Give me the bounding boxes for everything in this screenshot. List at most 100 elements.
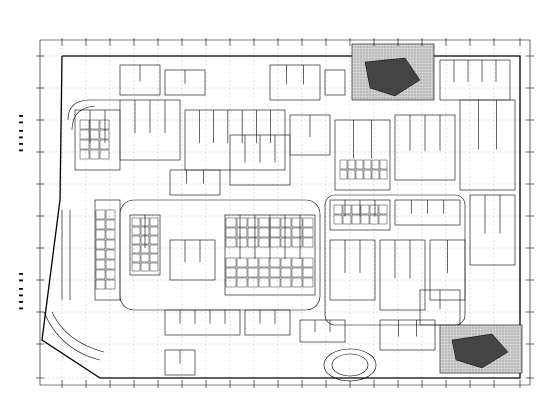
parking-bay xyxy=(379,159,388,170)
parking-bay xyxy=(339,159,348,170)
parking-bay xyxy=(291,237,303,248)
parking-bay xyxy=(149,253,159,263)
parking-bay xyxy=(140,244,150,254)
room-wall xyxy=(74,109,121,171)
parking-bay xyxy=(225,267,237,278)
parking-bay xyxy=(140,226,150,236)
parking-bay xyxy=(236,267,248,278)
parking-bay xyxy=(149,235,159,245)
parking-bay xyxy=(95,219,106,230)
parking-bay xyxy=(333,214,343,225)
parking-bay xyxy=(369,204,379,215)
parking-bay xyxy=(342,214,352,225)
parking-bay xyxy=(258,257,270,268)
room-wall xyxy=(184,109,286,171)
parking-bay xyxy=(131,262,141,272)
parking-bay xyxy=(291,277,303,288)
parking-bay xyxy=(99,139,110,150)
room-wall xyxy=(379,239,426,311)
parking-bay xyxy=(269,237,281,248)
parking-bay xyxy=(149,217,159,227)
parking-bay xyxy=(149,262,159,272)
parking-bay xyxy=(258,267,270,278)
building-outline xyxy=(39,39,531,386)
room-wall xyxy=(324,69,346,96)
room-wall xyxy=(459,99,516,191)
parking-bay xyxy=(89,129,100,140)
room-wall xyxy=(244,309,291,336)
parking-bay xyxy=(378,204,388,215)
parking-bay xyxy=(236,217,248,228)
parking-bay xyxy=(149,226,159,236)
parking-bay xyxy=(95,239,106,250)
parking-bay xyxy=(99,119,110,130)
parking-bay xyxy=(302,277,314,288)
parking-bay xyxy=(280,227,292,238)
parking-bay xyxy=(258,237,270,248)
parking-bay xyxy=(302,227,314,238)
ramp-curves xyxy=(43,99,466,382)
parking-bay xyxy=(302,217,314,228)
parking-bay xyxy=(369,214,379,225)
parking-bay xyxy=(140,217,150,227)
side-dimension-label-lower: ▬▬▬▬ ▬▬ xyxy=(18,270,24,312)
parking-bay xyxy=(79,139,90,150)
parking-bay xyxy=(79,119,90,130)
parking-bay xyxy=(258,227,270,238)
parking-bay xyxy=(79,129,90,140)
parking-bay xyxy=(131,226,141,236)
parking-bays xyxy=(79,119,388,290)
parking-bay xyxy=(291,257,303,268)
parking-bay xyxy=(258,217,270,228)
parking-bay xyxy=(280,257,292,268)
parking-bay xyxy=(89,119,100,130)
parking-bay xyxy=(105,229,116,240)
parking-bay xyxy=(280,277,292,288)
parking-bay xyxy=(269,217,281,228)
room-wall xyxy=(169,169,221,196)
parking-bay xyxy=(302,257,314,268)
parking-bay xyxy=(225,217,237,228)
parking-bay xyxy=(351,214,361,225)
room-wall xyxy=(164,309,241,336)
parking-bay xyxy=(225,227,237,238)
parking-bay xyxy=(247,257,259,268)
parking-bay xyxy=(371,159,380,170)
parking-bay xyxy=(355,159,364,170)
parking-bay xyxy=(351,204,361,215)
parking-bay xyxy=(339,169,348,180)
parking-bay xyxy=(236,257,248,268)
parking-bay xyxy=(131,235,141,245)
parking-bay xyxy=(99,129,110,140)
parking-bay xyxy=(291,227,303,238)
parking-bay xyxy=(355,169,364,180)
parking-bay xyxy=(269,257,281,268)
parking-bay xyxy=(105,259,116,270)
parking-bay xyxy=(302,237,314,248)
room-wall xyxy=(329,239,376,301)
parking-bay xyxy=(269,227,281,238)
parking-bay xyxy=(131,244,141,254)
parking-bay xyxy=(291,217,303,228)
parking-bay xyxy=(258,277,270,288)
parking-bay xyxy=(347,159,356,170)
room-wall xyxy=(334,119,391,191)
parking-bay xyxy=(269,277,281,288)
parking-bay xyxy=(140,253,150,263)
parking-bay xyxy=(131,217,141,227)
parking-bay xyxy=(363,169,372,180)
parking-bay xyxy=(347,169,356,180)
parking-bay xyxy=(280,237,292,248)
parking-bay xyxy=(89,149,100,160)
parking-bay xyxy=(269,267,281,278)
edge-ticks xyxy=(36,38,534,388)
parking-bay xyxy=(140,235,150,245)
parking-bay xyxy=(95,279,106,290)
parking-bay xyxy=(105,219,116,230)
parking-bay xyxy=(105,239,116,250)
parking-bay xyxy=(291,267,303,278)
parking-bay xyxy=(140,262,150,272)
parking-bay xyxy=(95,269,106,280)
parking-bay xyxy=(247,277,259,288)
